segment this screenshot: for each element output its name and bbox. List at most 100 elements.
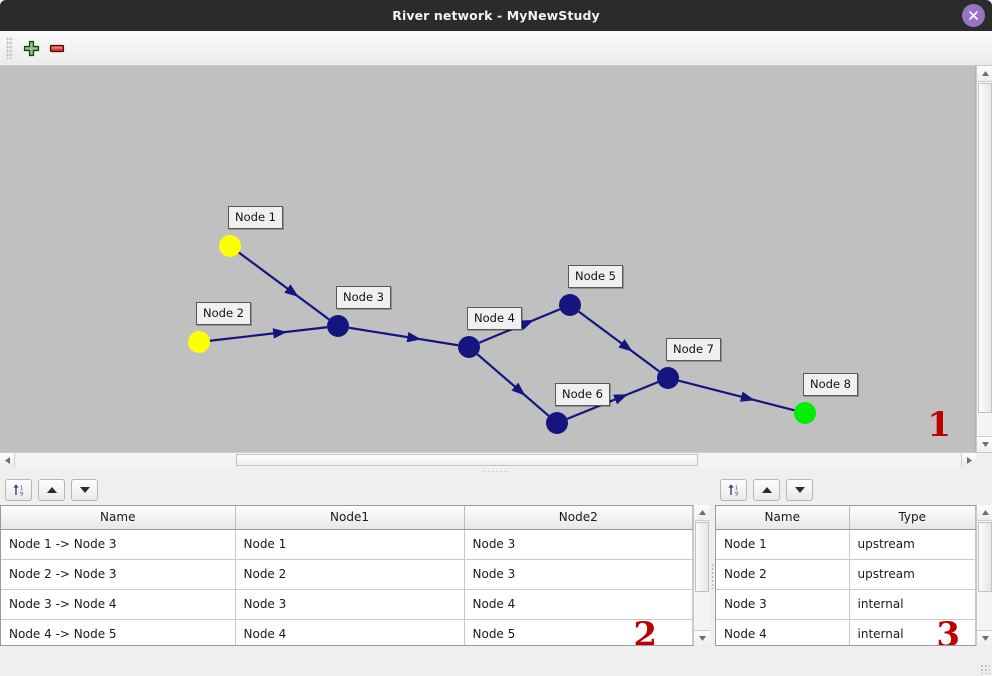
sort-icon[interactable]: 1 9 <box>720 479 747 501</box>
node-label-node-1[interactable]: Node 1 <box>228 206 283 229</box>
column-header-node2[interactable]: Node2 <box>464 506 693 530</box>
graph-node-node-2[interactable] <box>188 331 210 353</box>
add-node-icon[interactable] <box>18 35 44 61</box>
graph-edge[interactable] <box>209 326 328 342</box>
node-label-node-6[interactable]: Node 6 <box>555 383 610 406</box>
graph-edge[interactable] <box>476 353 550 417</box>
table-cell[interactable]: upstream <box>849 559 976 590</box>
table-cell[interactable]: Node 1 -> Node 3 <box>1 529 236 560</box>
arrow-up-icon[interactable] <box>753 479 780 501</box>
column-header-type[interactable]: Type <box>849 506 976 530</box>
edge-arrow-icon <box>739 391 755 402</box>
table-cell[interactable]: internal <box>849 619 976 645</box>
table-cell[interactable]: Node 2 -> Node 3 <box>1 559 236 590</box>
window-resize-grip[interactable] <box>980 664 990 674</box>
table-cell[interactable]: Node 4 <box>464 589 693 620</box>
arrow-down-icon[interactable] <box>71 479 98 501</box>
scroll-down-icon[interactable] <box>977 630 992 646</box>
graph-edge[interactable] <box>348 326 459 347</box>
scroll-left-icon[interactable] <box>0 453 15 467</box>
nodes-vertical-scrollbar[interactable] <box>976 505 992 646</box>
graph-edge[interactable] <box>678 379 795 412</box>
scroll-right-icon[interactable] <box>961 453 976 467</box>
column-header-node1[interactable]: Node1 <box>235 506 465 530</box>
node-label-node-7[interactable]: Node 7 <box>666 338 721 361</box>
graph-edge[interactable] <box>578 310 660 373</box>
nodes-toolbar: 1 9 <box>715 475 992 505</box>
scroll-up-icon[interactable] <box>694 505 710 521</box>
graph-vscroll-thumb[interactable] <box>978 83 992 413</box>
graph-hscroll-thumb[interactable] <box>236 454 698 466</box>
column-header-name[interactable]: Name <box>716 506 850 530</box>
table-cell[interactable]: Node 4 -> Node 5 <box>1 619 236 645</box>
table-cell[interactable]: upstream <box>849 529 976 560</box>
graph-edge[interactable] <box>566 381 659 420</box>
network-graph-svg <box>188 235 816 434</box>
table-cell[interactable]: Node 2 <box>235 559 465 590</box>
table-cell[interactable]: Node 1 <box>716 529 850 560</box>
graph-node-node-1[interactable] <box>219 235 241 257</box>
graph-node-node-5[interactable] <box>559 294 581 316</box>
toolbar-drag-handle[interactable] <box>6 37 13 59</box>
table-cell[interactable]: Node 4 <box>235 619 465 645</box>
close-icon[interactable] <box>962 4 985 27</box>
graph-node-node-6[interactable] <box>546 412 568 434</box>
sort-icon[interactable]: 1 9 <box>5 479 32 501</box>
node-label-node-4[interactable]: Node 4 <box>467 307 522 330</box>
node-label-node-3[interactable]: Node 3 <box>336 286 391 309</box>
scroll-down-icon[interactable] <box>977 436 992 452</box>
table-cell[interactable]: Node 3 <box>464 529 693 560</box>
reaches-vertical-scrollbar[interactable] <box>693 505 710 646</box>
node-label-node-5[interactable]: Node 5 <box>568 265 623 288</box>
table-cell[interactable]: Node 1 <box>235 529 465 560</box>
vertical-splitter[interactable] <box>709 475 715 676</box>
table-cell[interactable]: Node 3 <box>464 559 693 590</box>
network-diagram-canvas[interactable]: Node 1 Node 2 Node 3 Node 4 Node 5 Node 6 Node… <box>0 66 976 452</box>
arrow-down-icon[interactable] <box>786 479 813 501</box>
node-label-node-8[interactable]: Node 8 <box>803 373 858 396</box>
graph-node-node-4[interactable] <box>458 336 480 358</box>
table-cell[interactable]: Node 5 <box>464 619 693 645</box>
delete-node-icon[interactable] <box>44 35 70 61</box>
reaches-vscroll-thumb[interactable] <box>695 522 709 592</box>
table-cell[interactable]: Node 3 <box>716 589 850 620</box>
graph-node-node-3[interactable] <box>327 315 349 337</box>
graph-node-node-7[interactable] <box>657 367 679 389</box>
graph-vertical-scrollbar[interactable] <box>976 66 992 452</box>
graph-horizontal-scrollbar[interactable] <box>0 452 992 467</box>
edge-arrow-icon <box>618 339 633 352</box>
table-cell[interactable]: Node 4 <box>716 619 850 645</box>
node-label-node-2[interactable]: Node 2 <box>196 302 251 325</box>
scroll-down-icon[interactable] <box>694 630 710 646</box>
table-cell[interactable]: internal <box>849 589 976 620</box>
nodes-vscroll-thumb[interactable] <box>978 522 992 592</box>
horizontal-splitter[interactable] <box>0 467 992 475</box>
table-cell[interactable]: Node 3 <box>235 589 465 620</box>
table-cell[interactable]: Node 3 -> Node 4 <box>1 589 236 620</box>
scroll-up-icon[interactable] <box>977 505 992 521</box>
scroll-up-icon[interactable] <box>977 66 992 82</box>
arrow-up-icon[interactable] <box>38 479 65 501</box>
column-header-name[interactable]: Name <box>1 506 236 530</box>
graph-edge[interactable] <box>238 251 330 321</box>
graph-node-node-8[interactable] <box>794 402 816 424</box>
table-cell[interactable]: Node 2 <box>716 559 850 590</box>
